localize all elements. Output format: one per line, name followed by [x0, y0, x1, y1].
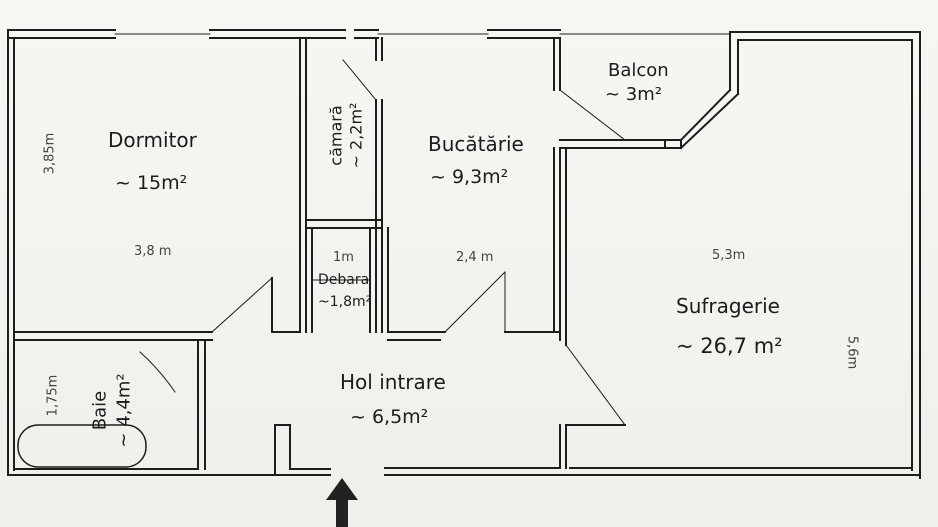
- wall-bucatarie: [387, 37, 561, 341]
- dim-baie-height: 1,75m: [45, 374, 61, 417]
- wall-baie: [197, 339, 291, 476]
- dim-dormitor-height: 3,85m: [42, 132, 58, 175]
- room-area-camara: ~ 2,2m²: [346, 102, 366, 169]
- entrance-arrow-icon: [326, 478, 358, 527]
- room-area-balcon: ~ 3m²: [605, 84, 663, 105]
- dim-sufragerie-width: 5,3m: [712, 248, 746, 263]
- room-name-sufragerie: Sufragerie: [676, 294, 780, 318]
- room-area-dormitor: ~ 15m²: [115, 172, 188, 194]
- room-name-balcon: Balcon: [608, 60, 669, 81]
- door-swings: [139, 59, 626, 426]
- room-area-debara: ~1,8m²: [318, 294, 372, 310]
- wall-debara: [305, 227, 389, 333]
- outer-wall-top: [7, 29, 921, 41]
- bathtub: [17, 424, 147, 468]
- room-area-sufragerie: ~ 26,7 m²: [676, 334, 783, 358]
- dim-bucatarie-width: 2,4 m: [456, 250, 494, 265]
- outer-wall-left: [7, 29, 15, 476]
- room-area-baie: ~ 4,4m²: [113, 373, 135, 448]
- wall-sufragerie: [559, 139, 626, 469]
- outer-wall-bottom: [7, 467, 921, 476]
- room-name-hol: Hol intrare: [340, 370, 446, 394]
- room-name-debara: Debara: [318, 272, 370, 288]
- room-name-baie: Baie: [89, 390, 111, 431]
- room-name-bucatarie: Bucătărie: [428, 132, 524, 156]
- room-name-dormitor: Dormitor: [108, 128, 197, 152]
- dim-debara-width: 1m: [333, 250, 354, 265]
- room-area-bucatarie: ~ 9,3m²: [430, 166, 509, 188]
- room-name-camara: cămară: [326, 105, 346, 166]
- dim-dormitor-width: 3,8 m: [134, 244, 172, 259]
- outer-wall-right: [911, 31, 921, 479]
- dim-sufragerie-height: 5,6m: [844, 335, 860, 370]
- room-area-hol: ~ 6,5m²: [350, 406, 429, 428]
